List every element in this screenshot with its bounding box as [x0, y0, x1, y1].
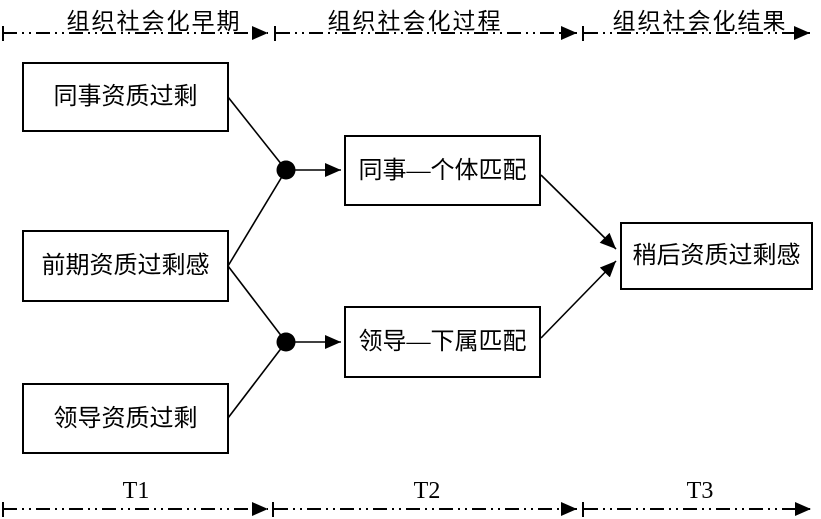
box-later-perceived-overqualification: 稍后资质过剩感 [620, 222, 813, 290]
box-leader-overqualification: 领导资质过剩 [22, 383, 229, 454]
fan-in-lines [227, 96, 287, 419]
junction-dot-2 [276, 332, 296, 352]
phase-label-early: 组织社会化早期 [66, 9, 242, 34]
timeline-top [2, 26, 810, 41]
time-label-t1: T1 [122, 478, 150, 504]
outcome-arrows [540, 174, 617, 339]
phase-label-process: 组织社会化过程 [327, 9, 503, 34]
junction-arrows [295, 163, 341, 349]
time-label-t2: T2 [413, 478, 441, 504]
line-leader-to-junction2 [227, 341, 287, 419]
box-leader-subordinate-fit: 领导—下属匹配 [344, 306, 541, 378]
junction-dot-1 [276, 160, 296, 180]
line-coworker-to-junction1 [227, 96, 287, 171]
box-coworker-individual-fit: 同事—个体匹配 [344, 135, 541, 206]
phase-label-outcome: 组织社会化结果 [612, 9, 788, 34]
arrow-coworker-fit-to-later-oq [540, 174, 617, 250]
arrow-leader-fit-to-later-oq [540, 260, 617, 339]
box-coworker-overqualification: 同事资质过剩 [22, 62, 229, 132]
line-prior-to-junction2 [227, 265, 287, 343]
time-label-t3: T3 [686, 478, 714, 504]
timeline-bottom [2, 502, 811, 517]
line-prior-to-junction1 [227, 169, 287, 267]
box-prior-perceived-overqualification: 前期资质过剩感 [22, 230, 229, 302]
